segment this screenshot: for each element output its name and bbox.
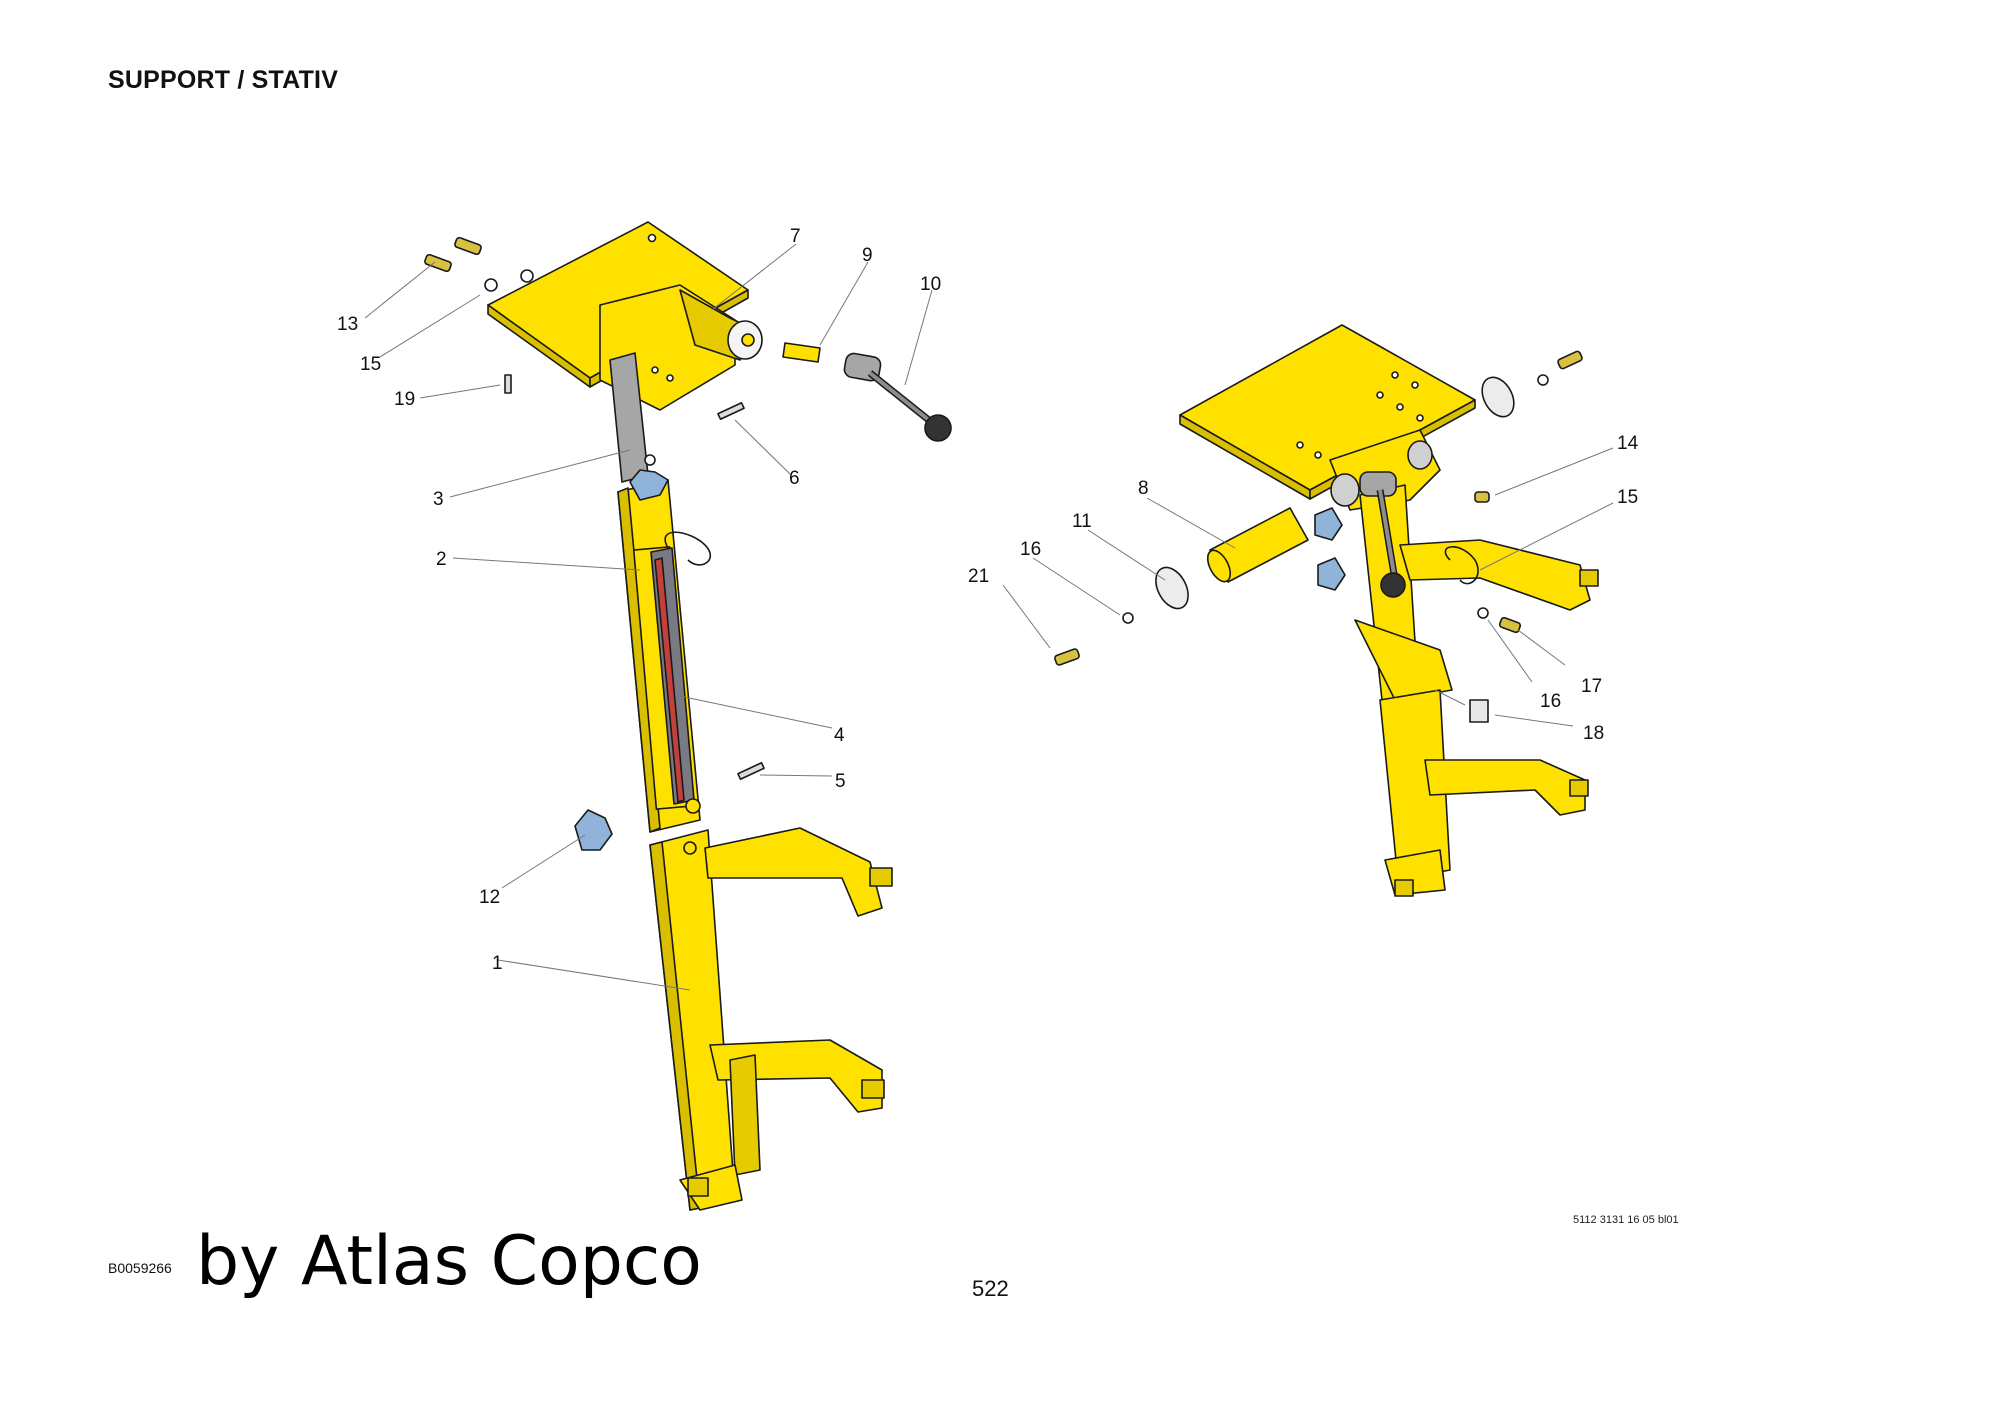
pin-5 <box>737 761 765 781</box>
left-stand-assembly <box>424 221 952 1211</box>
callout-1: 1 <box>492 953 503 974</box>
top-clamp-knob <box>629 469 669 501</box>
disc-11 <box>1155 566 1189 610</box>
height-clamp-knob <box>574 809 613 851</box>
handle-sleeve <box>782 342 821 363</box>
base-foot <box>679 1164 743 1211</box>
right-stand-assembly <box>1054 324 1599 897</box>
page-title: SUPPORT / STATIV <box>108 66 339 94</box>
clamp-18 <box>1469 699 1489 723</box>
page-number: 522 <box>972 1276 1009 1301</box>
screw-17 <box>1498 616 1522 634</box>
right-handle-ball <box>1380 572 1406 598</box>
screw-13 <box>424 236 482 273</box>
callout-4: 4 <box>834 725 845 746</box>
callout-5: 5 <box>835 771 846 792</box>
grub-screw-14 <box>1474 491 1490 503</box>
washer-15 <box>520 269 534 283</box>
drawing-number: 5112 3131 16 05 bl01 <box>1573 1214 1679 1226</box>
callout-3: 3 <box>433 489 444 510</box>
callout-15-right-b: 16 <box>1540 691 1561 712</box>
base-frame-arm-upper <box>704 827 883 917</box>
callout-7: 7 <box>790 226 801 247</box>
callout-15-right-a: 16 <box>1020 539 1041 560</box>
roller-8 <box>1206 507 1309 583</box>
callout-16: 15 <box>1617 487 1638 508</box>
screw-21 <box>1054 648 1080 666</box>
callout-14: 14 <box>1617 433 1639 454</box>
callout-19: 19 <box>394 389 415 410</box>
callout-13: 13 <box>337 314 358 335</box>
callout-6: 6 <box>789 468 800 489</box>
callout-8: 8 <box>1138 478 1149 499</box>
handle-ball <box>924 414 952 442</box>
pin-19 <box>504 374 512 394</box>
callout-2: 2 <box>436 549 447 570</box>
lanyard-16 <box>1444 546 1479 585</box>
byline-watermark: by Atlas Copco <box>196 1222 702 1301</box>
callout-11: 11 <box>1072 511 1092 532</box>
callout-10: 10 <box>920 274 941 295</box>
callout-12: 12 <box>479 887 500 908</box>
callout-18: 18 <box>1583 723 1604 744</box>
callout-17: 17 <box>1581 676 1602 697</box>
callout-9: 9 <box>862 245 873 266</box>
leader-lines <box>364 243 1614 991</box>
callout-15-left: 15 <box>360 354 381 375</box>
pin-6 <box>717 401 745 421</box>
callout-21: 21 <box>968 566 989 587</box>
document-code: B0059266 <box>108 1260 172 1276</box>
